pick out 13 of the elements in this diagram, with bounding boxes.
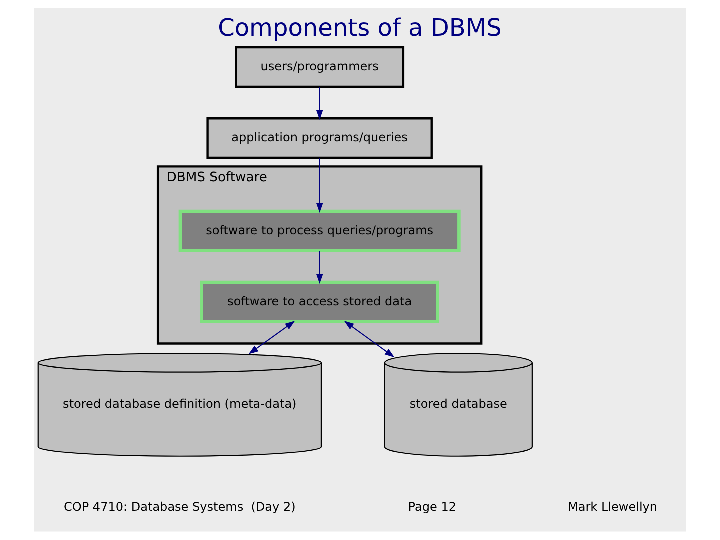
label: Page 12 <box>408 500 457 514</box>
arrow <box>248 321 296 354</box>
arrow <box>344 321 395 358</box>
label: Mark Llewellyn <box>568 500 658 514</box>
arrow <box>316 158 324 213</box>
arrow <box>316 87 324 120</box>
diagram-title: Components of a DBMS <box>218 14 502 42</box>
node-box: software to access stored data <box>200 280 440 324</box>
node-box: software to process queries/programs <box>178 210 461 252</box>
node-box: users/programmers <box>235 46 405 88</box>
label: COP 4710: Database Systems (Day 2) <box>64 500 296 514</box>
node-box: application programs/queries <box>206 118 433 160</box>
arrow <box>316 251 324 284</box>
